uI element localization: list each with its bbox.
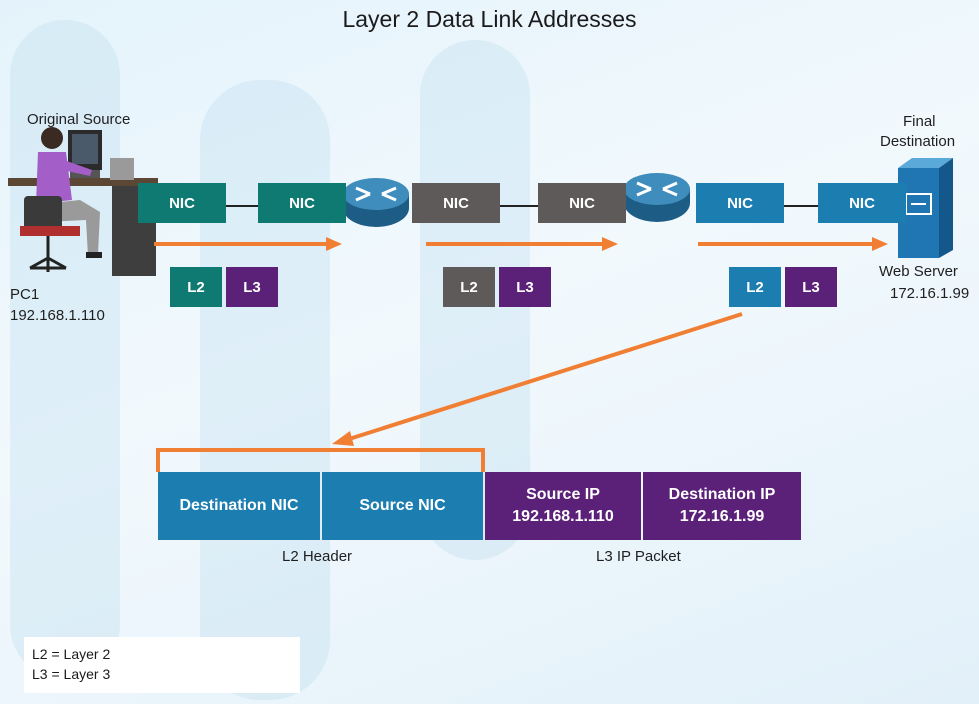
pc1-name: PC1 (10, 286, 40, 303)
zoom-arrow (345, 312, 743, 442)
router2-right-nic: NIC (696, 183, 784, 223)
source-nic-field: Source NIC (322, 472, 483, 540)
web-server-nic: NIC (818, 183, 906, 223)
segment-1-l3-box: L3 (226, 267, 278, 307)
l2-header-bracket (156, 448, 485, 472)
l3-packet-caption: L3 IP Packet (596, 548, 681, 565)
pc1-nic: NIC (138, 183, 226, 223)
destination-ip-value: 172.16.1.99 (679, 508, 765, 525)
segment-3-l2-box: L2 (729, 267, 781, 307)
source-caption: Original Source (27, 111, 131, 128)
segment-2-l3-box: L3 (499, 267, 551, 307)
zoom-arrow-head (332, 431, 354, 446)
destination-caption-line2: Destination (880, 133, 956, 150)
pc1-user-icon (8, 127, 158, 276)
source-ip-label: Source IP (526, 486, 600, 503)
source-ip-value: 192.168.1.110 (512, 508, 614, 525)
source-nic-label: Source NIC (359, 497, 446, 514)
destination-ip-field: Destination IP 172.16.1.99 (643, 472, 801, 540)
segment-2-l2-box: L2 (443, 267, 495, 307)
diagram-title: Layer 2 Data Link Addresses (342, 6, 637, 32)
destination-ip-label: Destination IP (668, 486, 776, 503)
web-server-name: Web Server (879, 263, 958, 280)
destination-nic-field: Destination NIC (158, 472, 320, 540)
router-2-icon (624, 173, 690, 222)
pc1-ip: 192.168.1.110 (10, 307, 105, 324)
web-server-ip: 172.16.1.99 (890, 285, 970, 302)
segment-1-l2-box: L2 (170, 267, 222, 307)
destination-nic-label: Destination NIC (179, 497, 299, 514)
destination-caption-line1: Final (903, 113, 936, 130)
router2-left-nic: NIC (538, 183, 626, 223)
router1-left-nic: NIC (258, 183, 346, 223)
segment-3-l3-box: L3 (785, 267, 837, 307)
legend-l3: L3 = Layer 3 (32, 666, 111, 682)
web-server-icon (898, 158, 953, 258)
router1-right-nic: NIC (412, 183, 500, 223)
legend-l2: L2 = Layer 2 (32, 646, 111, 662)
legend: L2 = Layer 2 L3 = Layer 3 (24, 637, 300, 693)
l2-header-caption: L2 Header (282, 548, 353, 565)
source-ip-field: Source IP 192.168.1.110 (485, 472, 641, 540)
router-1-icon (343, 178, 409, 227)
